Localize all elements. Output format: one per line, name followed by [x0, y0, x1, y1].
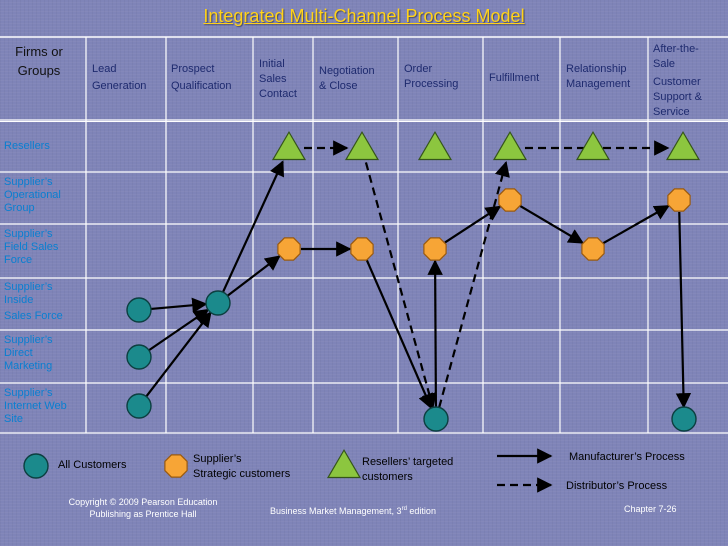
strategic-customer-node [498, 188, 522, 212]
reseller-customer-node [492, 130, 528, 161]
distributor-flow-arrow [364, 162, 437, 409]
row-label: Resellers [4, 140, 50, 152]
all-customers-node [205, 290, 231, 316]
manufacturer-flow-arrow [145, 311, 212, 398]
strategic-customer-node [667, 188, 691, 212]
manufacturer-flow-arrow [675, 211, 692, 409]
all-customers-node [126, 297, 152, 323]
manufacturer-flow-arrow [427, 259, 443, 408]
legend-strategic-label: Supplier’s Strategic customers [193, 453, 291, 480]
stage-header: Fulfillment [489, 72, 540, 84]
legend-resellers-label: Resellers’ targeted customers [362, 456, 454, 483]
reseller-customer-node [575, 130, 611, 161]
manufacturer-flow-arrow [602, 204, 670, 245]
strategic-customer-node [423, 237, 447, 261]
all-customers-node [671, 406, 697, 432]
strategic-customer-node [277, 237, 301, 261]
strategic-customer-node [350, 237, 374, 261]
diagram-nodes [126, 130, 701, 432]
reseller-customer-node [271, 130, 307, 161]
stage-header: Negotiation& Close [319, 65, 375, 92]
manufacturer-flow-arrow [365, 259, 433, 410]
reseller-customer-node [665, 130, 701, 161]
all-customers-node [423, 406, 449, 432]
reseller-customer-node [417, 130, 453, 161]
legend-distributor-label: Distributor’s Process [566, 480, 668, 492]
chapter-label: Chapter 7-26 [624, 504, 677, 514]
legend-all-customers-label: All Customers [58, 459, 127, 471]
manufacturer-flow-arrow [226, 255, 281, 297]
manufacturer-flow-arrow [444, 205, 502, 244]
manufacturer-flow-arrow [221, 160, 284, 293]
legend-strategic-icon [164, 454, 188, 478]
legend-shapes [23, 448, 553, 493]
legend-reseller-icon [326, 448, 362, 479]
manufacturer-flow-arrow [519, 205, 584, 244]
all-customers-node [126, 393, 152, 419]
reseller-customer-node [344, 130, 380, 161]
strategic-customer-node [581, 237, 605, 261]
distributor-flow-arrow [438, 160, 510, 408]
grid-lines [0, 36, 728, 434]
all-customers-node [126, 344, 152, 370]
manufacturer-flow-arrow [150, 297, 208, 313]
book-title: Business Market Management, 3rd edition [270, 506, 436, 516]
legend-all-customers-icon [23, 453, 49, 479]
diagram-title: Integrated Multi-Channel Process Model [203, 6, 525, 26]
copyright-notice: Copyright © 2009 Pearson Education Publi… [68, 497, 218, 519]
corner-label: Firms or Groups [15, 44, 63, 78]
legend-manufacturer-label: Manufacturer’s Process [569, 451, 685, 463]
